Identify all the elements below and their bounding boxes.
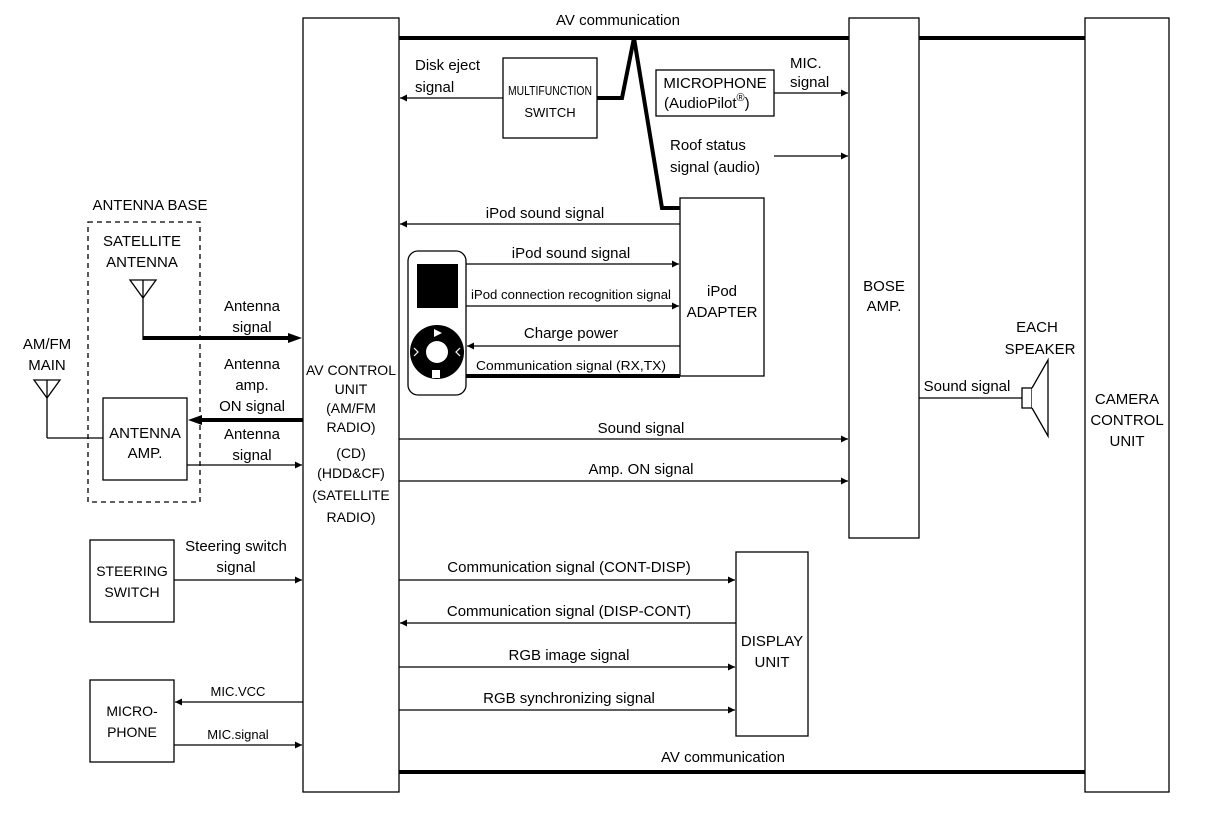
- steering-signal-label-2: signal: [216, 559, 255, 576]
- disk-eject-label-2: signal: [415, 79, 454, 96]
- amfm-main-label-2: MAIN: [28, 357, 66, 374]
- multifunction-label-2: SWITCH: [524, 105, 575, 120]
- camera-control-unit-box: [1084, 17, 1170, 793]
- camera-control-label-2: CONTROL: [1090, 412, 1163, 429]
- steering-switch-box: [89, 539, 175, 623]
- micro-phone-label-2: PHONE: [107, 724, 157, 740]
- speaker-icon: [1021, 357, 1049, 439]
- bose-amp-label-2: AMP.: [867, 298, 902, 315]
- mic-signal-label-1: MIC.: [790, 55, 822, 72]
- sound-signal-speaker-label: Sound signal: [924, 378, 1011, 395]
- amp-on-signal-label: Amp. ON signal: [588, 461, 693, 478]
- av-control-unit-label: AV CONTROL UNIT (AM/FM RADIO) (CD) (HDD&…: [306, 362, 396, 525]
- registered-mark: ®: [737, 92, 745, 104]
- ipod-adapter-label-1: iPod: [707, 283, 737, 300]
- av-control-unit-line-4: RADIO): [327, 419, 376, 435]
- disk-eject-label-1: Disk eject: [415, 57, 481, 74]
- ipod-device-icon: [407, 250, 467, 396]
- steering-switch-label-2: SWITCH: [104, 584, 159, 600]
- amfm-main-label-1: AM/FM: [23, 336, 71, 353]
- mic-signal-small-label: MIC.signal: [207, 727, 269, 742]
- ipod-connection-label: iPod connection recognition signal: [471, 287, 671, 302]
- microphone-box: [89, 679, 175, 763]
- display-unit-box: [735, 551, 809, 737]
- bose-amp-label-1: BOSE: [863, 278, 905, 295]
- roof-status-label-1: Roof status: [670, 137, 746, 154]
- satellite-antenna-arrowhead: [288, 333, 302, 343]
- av-control-unit-line-3: (AM/FM: [326, 400, 376, 416]
- av-control-unit-line-1: AV CONTROL: [306, 362, 396, 378]
- display-unit-label-2: UNIT: [755, 654, 790, 671]
- communication-rxtx-label: Communication signal (RX,TX): [476, 358, 666, 373]
- multifunction-switch-box: [502, 57, 598, 139]
- antenna-base-label: ANTENNA BASE: [92, 197, 207, 214]
- satellite-antenna-icon: [128, 279, 158, 340]
- ipod-sound-top-label: iPod sound signal: [486, 205, 604, 222]
- steering-signal-label-1: Steering switch: [185, 538, 287, 555]
- comm-cont-disp-label: Communication signal (CONT-DISP): [447, 559, 690, 576]
- av-control-unit-line-7: (SATELLITE: [312, 487, 390, 503]
- micro-phone-label-1: MICRO-: [106, 703, 158, 719]
- antenna-amp-on-arrowhead: [188, 415, 202, 425]
- av-control-unit-line-2: UNIT: [335, 381, 368, 397]
- av-control-unit-line-5: (CD): [336, 445, 366, 461]
- multifunction-label-1: MULTIFUNCTION: [508, 83, 592, 98]
- mic-vcc-label: MIC.VCC: [211, 684, 266, 699]
- antenna-signal-amp-label-2: signal: [232, 447, 271, 464]
- av-control-unit-line-6: (HDD&CF): [317, 465, 385, 481]
- antenna-amp-on-label-3: ON signal: [219, 398, 285, 415]
- steering-switch-label-1: STEERING: [96, 563, 168, 579]
- av-comm-bottom-label: AV communication: [661, 749, 785, 766]
- antenna-amp-on-label-1: Antenna: [224, 356, 281, 373]
- each-speaker-label-1: EACH: [1016, 319, 1058, 336]
- multifunction-comm-line: [597, 37, 636, 100]
- ipod-adapter-comm-line: [632, 37, 680, 210]
- amfm-antenna-icon: [32, 379, 103, 439]
- camera-control-label-1: CAMERA: [1095, 391, 1159, 408]
- antenna-amp-box: [102, 397, 188, 481]
- microphone-audiopilot-label-2: (AudioPilot®): [664, 92, 750, 112]
- microphone-audiopilot-label-1: MICROPHONE: [663, 75, 766, 92]
- sound-signal-bose-label: Sound signal: [598, 420, 685, 437]
- charge-power-label: Charge power: [524, 325, 618, 342]
- antenna-signal-amp-label-1: Antenna: [224, 426, 281, 443]
- satellite-antenna-label-1: SATELLITE: [103, 233, 181, 250]
- rgb-image-label: RGB image signal: [509, 647, 630, 664]
- antenna-base-outline: [87, 221, 201, 503]
- satellite-antenna-label-2: ANTENNA: [106, 254, 178, 271]
- mic-signal-label-2: signal: [790, 74, 829, 91]
- roof-status-label-2: signal (audio): [670, 159, 760, 176]
- ipod-sound-label: iPod sound signal: [512, 245, 630, 262]
- antenna-amp-box-label-2: AMP.: [128, 445, 163, 462]
- bose-amp-box: [848, 17, 920, 539]
- antenna-signal-sat-label-2: signal: [232, 319, 271, 336]
- av-control-unit-line-8: RADIO): [327, 509, 376, 525]
- av-comm-top-label: AV communication: [556, 12, 680, 29]
- comm-disp-cont-label: Communication signal (DISP-CONT): [447, 603, 691, 620]
- ipod-adapter-box: [679, 197, 765, 377]
- antenna-amp-on-label-2: amp.: [235, 377, 268, 394]
- display-unit-label-1: DISPLAY: [741, 633, 803, 650]
- rgb-sync-label: RGB synchronizing signal: [483, 690, 655, 707]
- antenna-signal-sat-label-1: Antenna: [224, 298, 281, 315]
- antenna-amp-box-label-1: ANTENNA: [109, 425, 181, 442]
- ipod-adapter-label-2: ADAPTER: [687, 304, 758, 321]
- camera-control-label-3: UNIT: [1110, 433, 1145, 450]
- each-speaker-label-2: SPEAKER: [1005, 341, 1076, 358]
- av-control-unit-box: [302, 17, 400, 793]
